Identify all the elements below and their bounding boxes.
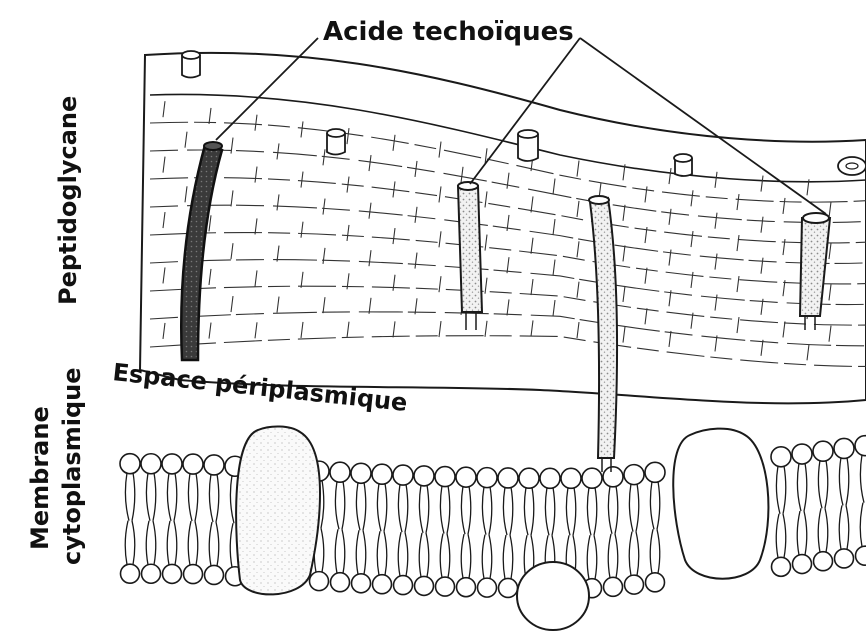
membrane-protein — [673, 429, 768, 579]
teichoic-acid-label: Acide techoïques — [323, 17, 574, 47]
membrane-label-line2: cytoplasmique — [58, 368, 86, 566]
peptidoglycan-label: Peptidoglycane — [54, 96, 82, 305]
teichoic-acid-rod — [458, 182, 482, 330]
surface-peg — [518, 130, 538, 161]
membrane-protein — [517, 562, 589, 630]
peptidoglycan-layer — [140, 51, 866, 403]
membrane-label-line1: Membrane — [26, 406, 54, 550]
membrane-protein — [236, 426, 320, 594]
surface-peg — [674, 154, 692, 176]
surface-peg — [182, 51, 200, 78]
surface-peg — [838, 157, 866, 175]
membrane-label: Membrane cytoplasmique — [26, 368, 86, 566]
surface-peg — [327, 129, 345, 155]
